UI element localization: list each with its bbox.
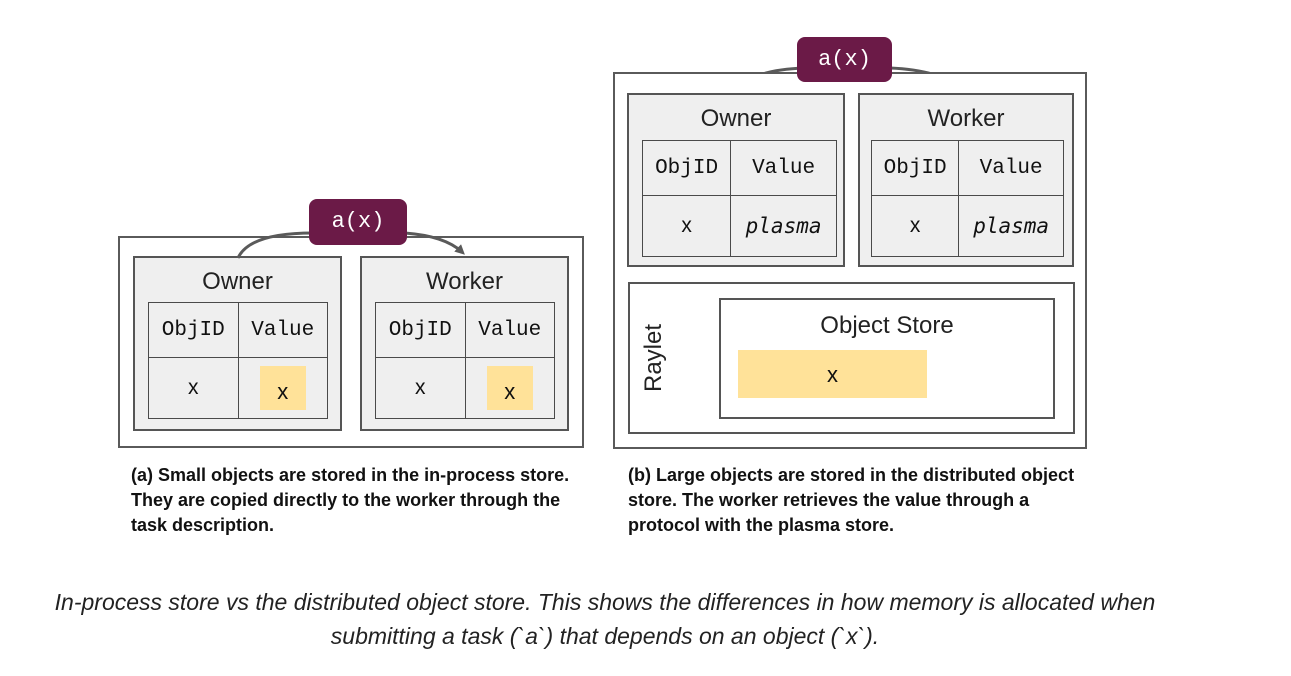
panel-a-owner-row-objid: x: [148, 357, 239, 419]
panel-a-worker-process: Worker ObjID Value x x: [360, 256, 569, 431]
panel-b-owner-col-objid: ObjID: [641, 140, 732, 196]
panel-a-owner-table: ObjID Value x x: [148, 302, 328, 419]
figure-caption: In-process store vs the distributed obje…: [54, 589, 1156, 649]
panel-b-caption: (b) Large objects are stored in the dist…: [628, 465, 1075, 535]
panel-a-owner-process: Owner ObjID Value x x: [133, 256, 342, 431]
panel-a-owner-col-value: Value: [237, 302, 328, 358]
panel-b-worker-process: Worker ObjID Value x plasma: [858, 93, 1074, 267]
panel-b-owner-col-value: Value: [730, 140, 837, 196]
panel-b-task-pill: a(x): [797, 37, 892, 82]
panel-b-owner-process: Owner ObjID Value x plasma: [627, 93, 845, 267]
panel-b-owner-table: ObjID Value x plasma: [641, 140, 837, 257]
panel-a-worker-inline-object: x: [486, 366, 533, 410]
panel-b-worker-table: ObjID Value x plasma: [870, 140, 1064, 257]
panel-a-owner-col-objid: ObjID: [148, 302, 239, 358]
panel-a-worker-row-objid: x: [375, 357, 466, 419]
panel-b-owner-row-value: plasma: [730, 195, 837, 257]
panel-b-worker-col-value: Value: [958, 140, 1064, 196]
panel-a-owner-inline-object: x: [259, 366, 306, 410]
panel-a-caption: (a) Small objects are stored in the in-p…: [131, 465, 570, 535]
panel-a-worker-row-value-cell: x: [464, 357, 555, 419]
panel-b-stored-object: x: [738, 350, 927, 398]
panel-a-worker-col-value: Value: [464, 302, 555, 358]
panel-b-object-store: Object Store x: [719, 298, 1055, 419]
panel-a-worker-col-objid: ObjID: [375, 302, 466, 358]
panel-a-task-pill: a(x): [309, 199, 407, 245]
panel-b-raylet: Raylet Object Store x: [628, 282, 1075, 434]
panel-b-raylet-label: Raylet: [640, 323, 667, 393]
panel-a-worker-title: Worker: [426, 268, 503, 295]
panel-b-worker-col-objid: ObjID: [870, 140, 960, 196]
panel-b-worker-row-value: plasma: [958, 195, 1064, 257]
panel-a-owner-row-value-cell: x: [237, 357, 328, 419]
panel-b-worker-row-objid: x: [870, 195, 960, 257]
panel-b-object-store-title: Object Store: [820, 312, 954, 339]
panel-a-worker-table: ObjID Value x x: [375, 302, 555, 419]
panel-a-owner-title: Owner: [202, 268, 273, 295]
panel-b-owner-row-objid: x: [641, 195, 732, 257]
panel-b-owner-title: Owner: [700, 105, 772, 132]
panel-b-worker-title: Worker: [927, 105, 1005, 132]
